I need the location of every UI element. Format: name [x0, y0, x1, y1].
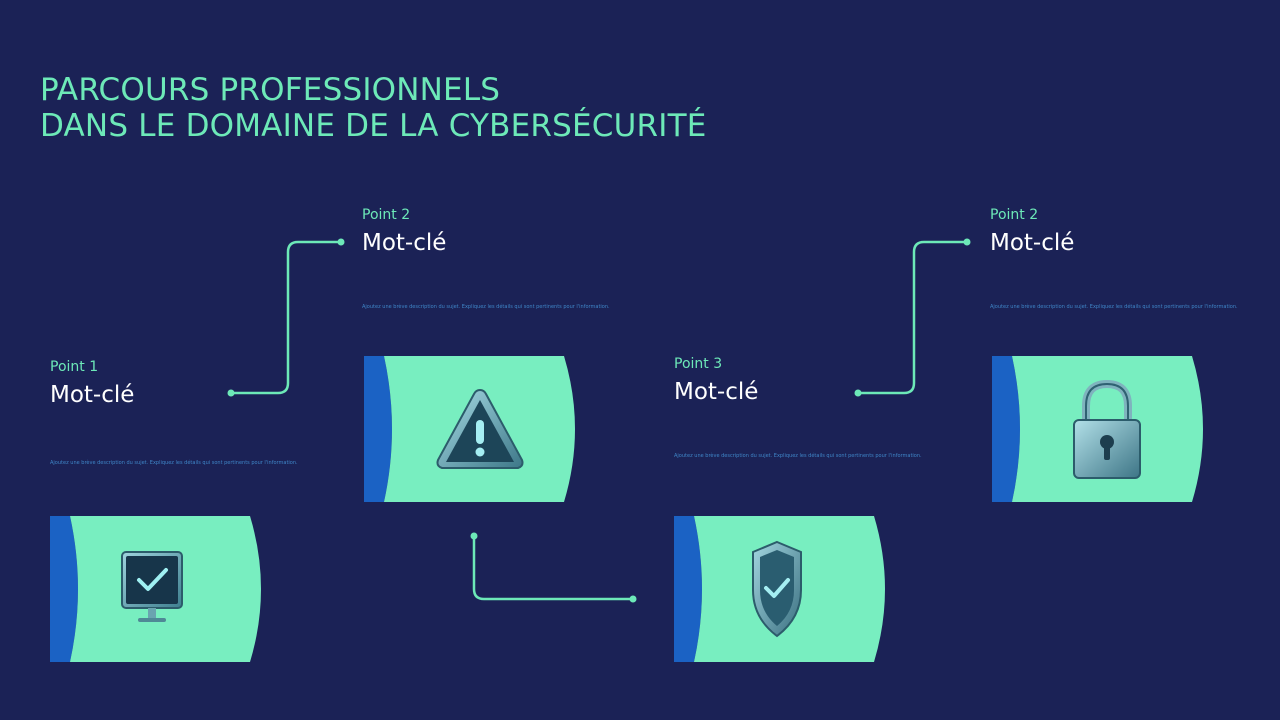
monitor-check-icon [121, 551, 183, 622]
connector-dot [470, 532, 478, 540]
card-point-1 [50, 516, 262, 662]
shield-check-icon [752, 540, 802, 638]
keyword: Mot-clé [990, 230, 1075, 256]
connector-dot [227, 389, 235, 397]
page-title: PARCOURS PROFESSIONNELS DANS LE DOMAINE … [40, 72, 707, 144]
title-line-2: DANS LE DOMAINE DE LA CYBERSÉCURITÉ [40, 108, 707, 144]
point-1-text: Point 1 Mot-clé Ajoutez une brève descri… [50, 358, 310, 467]
card-point-3 [674, 516, 886, 662]
point-3-text: Point 3 Mot-clé Ajoutez une brève descri… [674, 355, 934, 460]
connector-dot [629, 595, 637, 603]
connector-dot [854, 389, 862, 397]
description: Ajoutez une brève description du sujet. … [50, 460, 298, 466]
description: Ajoutez une brève description du sujet. … [990, 304, 1238, 310]
connector-1-2 [229, 240, 343, 395]
description: Ajoutez une brève description du sujet. … [674, 453, 922, 459]
padlock-icon [1073, 379, 1141, 479]
connector-dot [337, 238, 345, 246]
connector-3-4 [856, 240, 969, 395]
point-4-text: Point 2 Mot-clé Ajoutez une brève descri… [990, 206, 1250, 311]
point-label: Point 2 [362, 207, 411, 223]
keyword: Mot-clé [50, 382, 135, 408]
description: Ajoutez une brève description du sujet. … [362, 304, 610, 310]
title-line-1: PARCOURS PROFESSIONNELS [40, 72, 501, 108]
point-label: Point 2 [990, 207, 1039, 223]
point-2-text: Point 2 Mot-clé Ajoutez une brève descri… [362, 206, 622, 311]
card-point-2 [364, 356, 576, 502]
card-point-4 [992, 356, 1204, 502]
keyword: Mot-clé [362, 230, 447, 256]
warning-triangle-icon [436, 388, 524, 469]
keyword: Mot-clé [674, 379, 759, 405]
connector-2-3 [472, 534, 635, 601]
point-label: Point 1 [50, 359, 99, 375]
point-label: Point 3 [674, 356, 723, 372]
connector-dot [963, 238, 971, 246]
